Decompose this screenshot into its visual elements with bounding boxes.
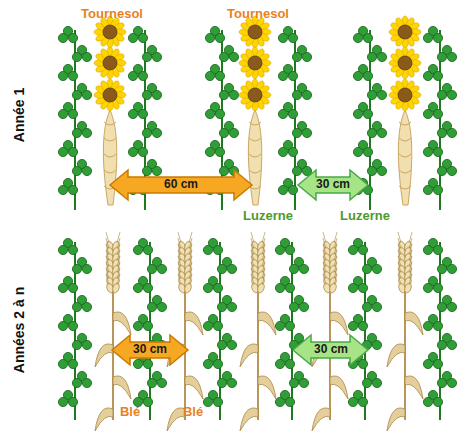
alfalfa-plant [423, 26, 456, 210]
crop-label: Luzerne [243, 209, 293, 223]
dimension: 30 cm [133, 343, 167, 356]
wheat-plant [167, 232, 203, 431]
alfalfa-plant [203, 238, 236, 420]
crop-label: Tournesol [81, 7, 143, 21]
crop-label: Blé [183, 405, 203, 419]
crop-label: Luzerne [340, 209, 390, 223]
width-arrow [298, 170, 368, 200]
alfalfa-plant [133, 238, 166, 420]
wheat-plant [95, 232, 131, 431]
alfalfa-plant [58, 26, 91, 210]
crop-label: Tournesol [227, 7, 289, 21]
wheat-plant [240, 232, 276, 431]
width-arrow [112, 335, 188, 365]
width-arrow [293, 335, 368, 365]
alfalfa-plant [423, 238, 456, 420]
year-label: Année 1 [12, 88, 27, 142]
sunflower-plant [239, 16, 271, 205]
sunflower-plant [389, 16, 421, 205]
wheat-plant [387, 232, 423, 431]
alfalfa-plant [348, 238, 381, 420]
dimension: 60 cm [164, 178, 198, 191]
crop-label: Blé [120, 405, 140, 419]
dimension: 30 cm [316, 178, 350, 191]
year-label: Années 2 à n [12, 287, 27, 373]
wheat-plant [312, 232, 348, 431]
width-arrow [110, 170, 252, 200]
dimension: 30 cm [314, 343, 348, 356]
alfalfa-plant [275, 238, 308, 420]
alfalfa-plant [58, 238, 91, 420]
